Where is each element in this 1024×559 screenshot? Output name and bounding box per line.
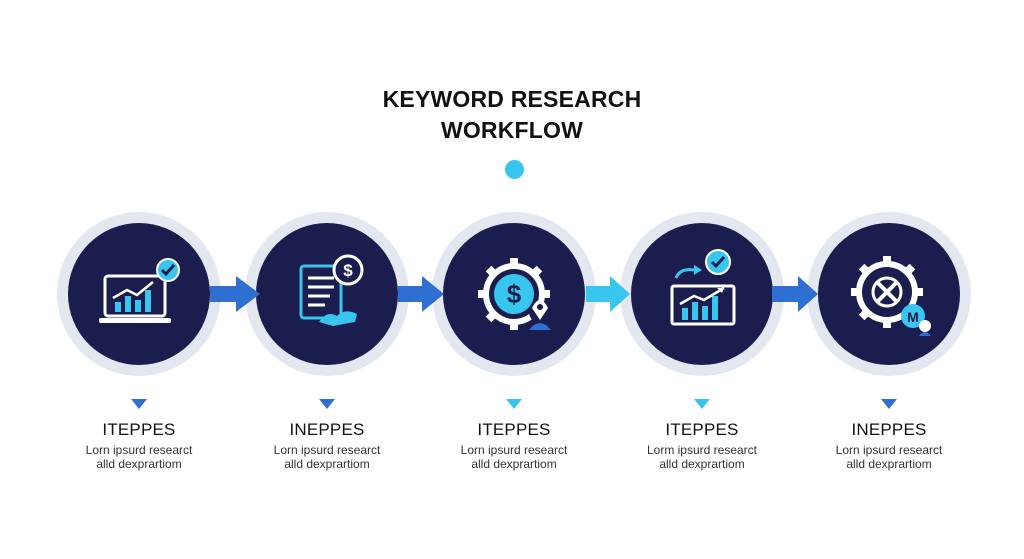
arrow-3 (586, 276, 630, 312)
step-2-description: Lorn ipsurd researct alld dexprartiom (237, 443, 417, 471)
title-line-2: WORKFLOW (440, 117, 584, 143)
step-3-marker (506, 399, 522, 409)
step-3-description-line-1: Lorn ipsurd researct (460, 443, 568, 457)
page-title: KEYWORD RESEARCH WORKFLOW (0, 84, 1024, 146)
arrow-1-head (236, 276, 260, 312)
step-1-description-line-2: alld dexprartiom (96, 457, 182, 471)
step-3-circle: $ (432, 212, 596, 376)
svg-text:$: $ (507, 279, 522, 309)
step-4-description: Lorm ipsurd researct alld dexprartiom (612, 443, 792, 471)
step-5-label: INEPPES (851, 420, 927, 439)
chart-trend-check-icon (670, 249, 736, 326)
step-5-description-line-2: alld dexprartiom (846, 457, 932, 471)
step-4-description-line-1: Lorm ipsurd researct (646, 443, 758, 457)
step-5-marker (881, 399, 897, 409)
step-4-circle (620, 212, 784, 376)
step-4-marker (694, 399, 710, 409)
step-3-description-line-2: alld dexprartiom (471, 457, 557, 471)
step-5-description-line-1: Lorn ipsurd researct (835, 443, 943, 457)
step-2-inner (256, 223, 398, 365)
arrow-3-shaft (586, 286, 612, 302)
arrow-4-head (798, 276, 818, 312)
step-2-description-line-2: alld dexprartiom (284, 457, 370, 471)
step-3-label: ITEPPES (477, 420, 551, 439)
step-4-inner (631, 223, 773, 365)
step-1-circle (57, 212, 221, 376)
svg-text:M: M (907, 309, 919, 325)
step-5-circle: M (807, 212, 971, 376)
laptop-chart-check-icon (99, 258, 180, 323)
title-line-1: KEYWORD RESEARCH (382, 86, 642, 112)
step-2-label: INEPPES (289, 420, 365, 439)
arrow-1-shaft (210, 286, 238, 302)
step-4-description-line-2: alld dexprartiom (659, 457, 745, 471)
document-dollar-icon: $ (299, 254, 364, 326)
gear-dollar-user-icon: $ (478, 258, 551, 330)
step-1-description-line-1: Lorn ipsurd researct (85, 443, 193, 457)
step-2-circle: $ (245, 212, 409, 376)
arrow-2 (398, 276, 444, 312)
step-1-marker (131, 399, 147, 409)
step-1-label: ITEPPES (102, 420, 176, 439)
step-5-description: Lorn ipsurd researct alld dexprartiom (799, 443, 979, 471)
arrow-1 (210, 276, 260, 312)
arrow-2-head (422, 276, 444, 312)
svg-text:$: $ (343, 261, 353, 280)
arrow-2-shaft (398, 286, 424, 302)
top-dot (505, 160, 524, 179)
step-3-description: Lorn ipsurd researct alld dexprartiom (424, 443, 604, 471)
gear-cross-user-icon: M (851, 256, 931, 336)
step-4-label: ITEPPES (665, 420, 739, 439)
arrow-4 (772, 276, 818, 312)
step-2-marker (319, 399, 335, 409)
arrow-4-shaft (772, 286, 800, 302)
step-2-description-line-1: Lorn ipsurd researct (273, 443, 381, 457)
step-1-description: Lorn ipsurd researct alld dexprartiom (49, 443, 229, 471)
arrow-3-head (610, 276, 630, 312)
